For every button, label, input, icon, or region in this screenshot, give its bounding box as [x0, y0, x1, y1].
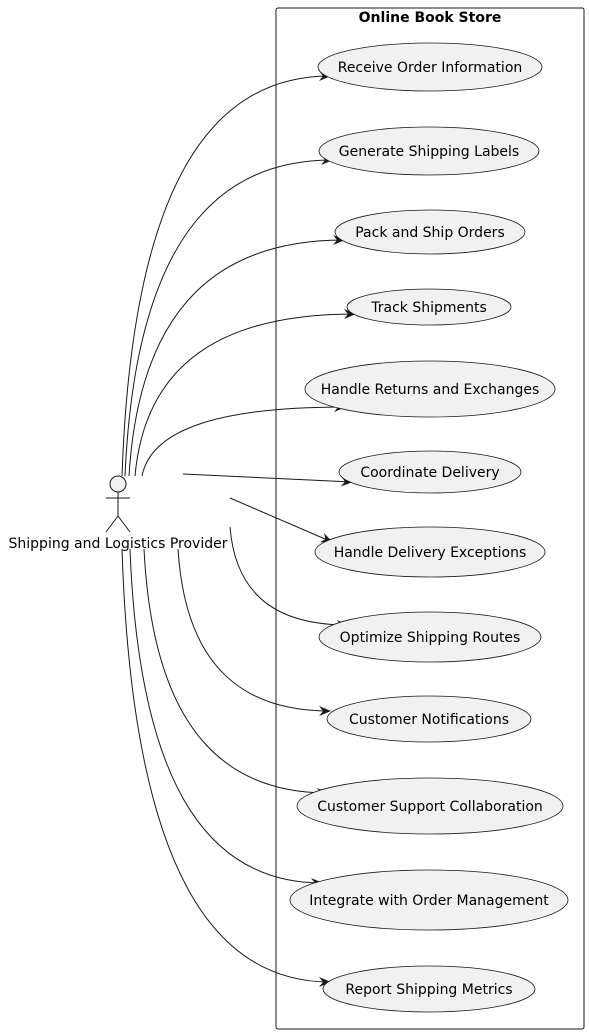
- association-arrow: [182, 473, 353, 487]
- use-case-ellipse: [314, 526, 546, 578]
- use-case-ellipse: [318, 126, 540, 176]
- use-case-ellipse: [338, 450, 522, 494]
- use-case-label: Track Shipments: [370, 300, 487, 316]
- use-case-label: Report Shipping Metrics: [345, 982, 512, 998]
- use-case-ellipse: [304, 360, 556, 418]
- use-case[interactable]: Handle Returns and Exchanges: [304, 360, 556, 418]
- association-arrow: [129, 548, 323, 888]
- use-case-ellipse: [322, 965, 536, 1013]
- use-case-label: Optimize Shipping Routes: [340, 630, 521, 646]
- use-case[interactable]: Coordinate Delivery: [338, 450, 522, 494]
- use-case-label: Integrate with Order Management: [309, 893, 549, 909]
- association-arrow: [121, 71, 331, 477]
- use-case[interactable]: Receive Order Information: [317, 42, 543, 92]
- association-lines: [121, 71, 356, 987]
- use-case-ellipse: [318, 611, 542, 663]
- use-case[interactable]: Track Shipments: [346, 288, 512, 326]
- use-case-label: Coordinate Delivery: [360, 465, 499, 481]
- use-case-label: Customer Notifications: [349, 712, 509, 728]
- use-case-label: Handle Delivery Exceptions: [334, 545, 527, 561]
- association-arrow: [143, 548, 329, 798]
- use-case-ellipse: [317, 42, 543, 92]
- association-arrow: [128, 235, 345, 477]
- association-arrow: [124, 155, 333, 477]
- use-case-label: Receive Order Information: [338, 60, 523, 76]
- association-arrow: [177, 548, 331, 716]
- association-arrow: [134, 309, 356, 477]
- use-case-label: Handle Returns and Exchanges: [321, 382, 540, 398]
- system-title: Online Book Store: [359, 10, 502, 26]
- use-case-label: Generate Shipping Labels: [339, 144, 519, 160]
- use-case-ellipse: [289, 869, 569, 931]
- actor-label: Shipping and Logistics Provider: [9, 536, 228, 552]
- use-case[interactable]: Integrate with Order Management: [289, 869, 569, 931]
- association-arrow: [229, 526, 349, 630]
- use-case-label: Customer Support Collaboration: [317, 799, 543, 815]
- use-case[interactable]: Pack and Ship Orders: [334, 209, 526, 255]
- use-case-ellipse: [326, 695, 532, 743]
- system-boundary-rect: [275, 7, 585, 1030]
- use-case[interactable]: Generate Shipping Labels: [318, 126, 540, 176]
- use-case-ellipse: [334, 209, 526, 255]
- association-arrow: [121, 548, 331, 987]
- use-case-ellipse: [296, 777, 564, 835]
- association-arrow: [141, 402, 346, 477]
- use-case[interactable]: Optimize Shipping Routes: [318, 611, 542, 663]
- system-boundary: Online Book Store: [275, 7, 585, 1030]
- actor-stick-figure-icon: [105, 475, 131, 533]
- use-case[interactable]: Customer Notifications: [326, 695, 532, 743]
- use-case[interactable]: Report Shipping Metrics: [322, 965, 536, 1013]
- association-arrow: [229, 497, 333, 543]
- use-case[interactable]: Handle Delivery Exceptions: [314, 526, 546, 578]
- use-case-ellipse: [346, 288, 512, 326]
- use-case[interactable]: Customer Support Collaboration: [296, 777, 564, 835]
- actor[interactable]: Shipping and Logistics Provider: [9, 475, 228, 552]
- use-case-label: Pack and Ship Orders: [355, 225, 505, 241]
